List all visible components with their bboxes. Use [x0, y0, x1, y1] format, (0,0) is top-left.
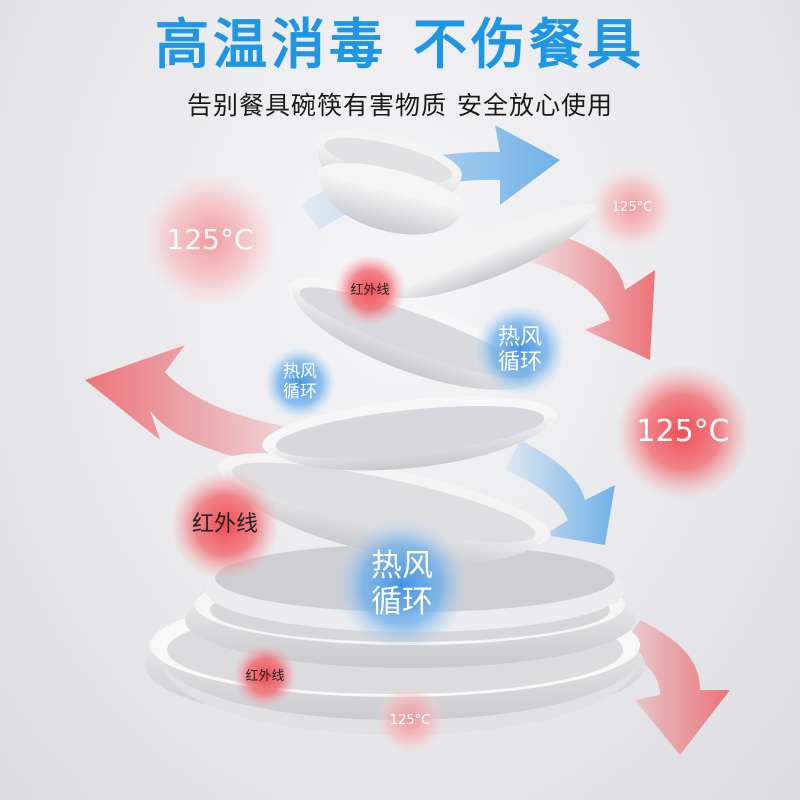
badge-temp-bottom: 125°C	[389, 712, 431, 728]
glow-hot-air-left	[264, 347, 336, 419]
glow-temp-top-right	[590, 166, 674, 250]
subheadline: 告别餐具碗筷有害物质安全放心使用	[0, 90, 800, 122]
glow-temp-bottom	[375, 685, 445, 755]
glow-infrared-bottom	[233, 644, 297, 708]
airflow-arrow-blue-middle	[505, 440, 615, 545]
airflow-arrow-red-right	[530, 230, 655, 360]
badge-infrared-left: 红外线	[191, 512, 258, 538]
bowl-lower	[217, 453, 551, 562]
badge-temp-top-right: 125°C	[611, 199, 653, 215]
badge-infrared-bottom: 红外线	[245, 668, 285, 684]
badge-temp-right: 125°C	[636, 413, 730, 449]
saucer-top	[383, 203, 597, 299]
subheadline-part-1: 告别餐具碗筷有害物质	[186, 91, 447, 120]
badge-temp-left: 125°C	[166, 222, 254, 256]
glow-temp-left	[142, 172, 278, 308]
airflow-arrow-red-bottom	[620, 620, 730, 755]
badge-hot-air-left: 热风 循环	[283, 362, 317, 402]
glow-infrared-left	[170, 470, 280, 580]
badge-hot-air-right: 热风 循环	[497, 324, 542, 375]
airflow-arrow-red-left	[85, 345, 305, 470]
plate-middle	[262, 396, 557, 471]
subheadline-part-2: 安全放心使用	[457, 91, 614, 120]
bowl-top-stack	[315, 130, 465, 235]
badge-infrared-top: 红外线	[350, 282, 390, 298]
glow-temp-right	[615, 364, 751, 500]
glow-infrared-top	[334, 254, 406, 326]
glow-hot-air-right	[474, 304, 566, 396]
glow-hot-air-center	[336, 519, 468, 651]
headline-part-1: 高温消毒	[155, 13, 387, 76]
headline: 高温消毒不伤餐具	[0, 10, 800, 80]
headline-part-2: 不伤餐具	[413, 13, 645, 76]
badge-hot-air-center: 热风 循环	[371, 548, 433, 620]
